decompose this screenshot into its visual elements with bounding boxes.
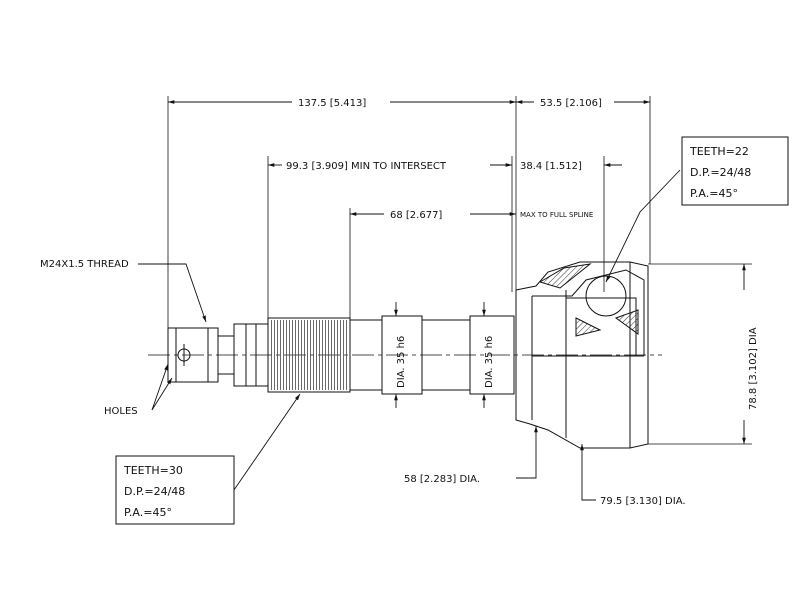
cv-length-label: 53.5 [2.106] <box>540 98 602 109</box>
dia-ticks <box>394 302 486 408</box>
inner-spline-teeth: TEETH=22 <box>689 145 749 158</box>
cv-bell <box>515 261 649 449</box>
holes-markers <box>177 344 191 366</box>
outer-spline-pa: P.A.=45° <box>124 506 172 519</box>
holes-callout: HOLES <box>104 406 138 417</box>
overall-length-label: 137.5 [5.413] <box>298 98 366 109</box>
dimension-lines <box>168 100 746 444</box>
shaft-dia-1-label: DIA. 35 h6 <box>396 336 407 388</box>
inner-dim-label: 38.4 [1.512] <box>520 161 582 172</box>
spline-length-label: 68 [2.677] <box>390 210 442 221</box>
labels: 137.5 [5.413] 53.5 [2.106] 99.3 [3.909] … <box>40 98 759 519</box>
inner-spline-dp: D.P.=24/48 <box>690 166 751 179</box>
inner-spline-pa: P.A.=45° <box>690 187 738 200</box>
outer-spline-box <box>115 455 235 525</box>
outer-spline-dp: D.P.=24/48 <box>124 485 185 498</box>
outer-dia-label: 79.5 [3.130] DIA. <box>600 496 686 507</box>
thread-callout: M24X1.5 THREAD <box>40 259 129 270</box>
min-intersect-label: 99.3 [3.909] MIN TO INTERSECT <box>286 161 447 172</box>
max-full-spline-label: MAX TO FULL SPLINE <box>520 211 593 219</box>
seal-dia-label: 58 [2.283] DIA. <box>404 474 480 485</box>
extension-lines <box>167 96 752 445</box>
outer-spline-teeth: TEETH=30 <box>123 464 183 477</box>
inner-spline-box <box>681 136 789 206</box>
leader-lines <box>138 169 681 501</box>
stub-shaft <box>167 315 515 395</box>
bell-height-label: 78.8 [3.102] DIA <box>748 327 759 410</box>
shaft-dia-2-label: DIA. 35 h6 <box>484 336 495 388</box>
